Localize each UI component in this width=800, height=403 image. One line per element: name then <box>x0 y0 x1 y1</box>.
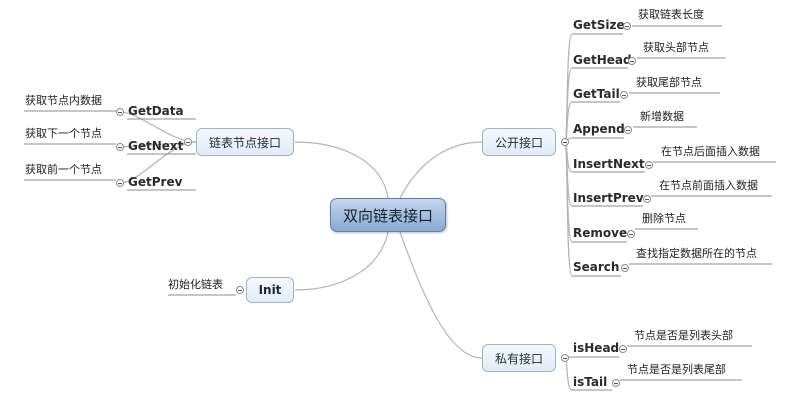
subtopic-gethead[interactable]: GetHead <box>573 53 632 67</box>
topic-public-interface[interactable]: 公开接口 <box>482 128 556 156</box>
subtopic-gettail[interactable]: GetTail <box>573 87 620 101</box>
collapse-toggle-remove[interactable] <box>627 230 635 238</box>
connector-public-child-1 <box>564 67 573 143</box>
desc-gettail: 获取尾部节点 <box>636 76 702 89</box>
collapse-toggle-node-interface[interactable] <box>184 138 192 146</box>
subtopic-insertnext[interactable]: InsertNext <box>573 157 645 171</box>
subtopic-search[interactable]: Search <box>573 260 620 274</box>
collapse-toggle-gethead[interactable] <box>628 57 636 65</box>
connector-public-child-7 <box>564 141 573 277</box>
connector-root-init <box>294 231 389 291</box>
desc-getdata: 获取节点内数据 <box>25 94 102 107</box>
desc-getsize: 获取链表长度 <box>638 8 704 21</box>
collapse-toggle-gettail[interactable] <box>620 91 628 99</box>
connector-root-public <box>399 141 483 199</box>
connector-root-private <box>399 231 483 359</box>
subtopic-append[interactable]: Append <box>573 122 625 136</box>
collapse-toggle-istail[interactable] <box>612 379 620 387</box>
collapse-toggle-insertnext[interactable] <box>645 161 653 169</box>
subtopic-getdata[interactable]: GetData <box>128 104 184 118</box>
collapse-toggle-append[interactable] <box>624 126 632 134</box>
desc-remove: 删除节点 <box>642 212 686 225</box>
subtopic-remove[interactable]: Remove <box>573 226 628 240</box>
desc-getnext: 获取下一个节点 <box>25 127 102 140</box>
desc-init: 初始化链表 <box>168 278 223 291</box>
connector-root-node-interface <box>294 141 389 199</box>
collapse-toggle-getnext[interactable] <box>116 143 124 151</box>
desc-insertnext: 在节点后面插入数据 <box>661 145 760 158</box>
desc-getprev: 获取前一个节点 <box>25 163 102 176</box>
collapse-toggle-init[interactable] <box>236 286 244 294</box>
topic-init[interactable]: Init <box>246 277 294 303</box>
collapse-toggle-getprev[interactable] <box>116 179 124 187</box>
subtopic-ishead[interactable]: isHead <box>573 341 620 355</box>
subtopic-getsize[interactable]: GetSize <box>573 18 625 32</box>
subtopic-getnext[interactable]: GetNext <box>128 139 184 153</box>
subtopic-getprev[interactable]: GetPrev <box>128 175 183 189</box>
subtopic-istail[interactable]: isTail <box>573 375 608 389</box>
root-topic[interactable]: 双向链表接口 <box>330 198 446 232</box>
desc-insertprev: 在节点前面插入数据 <box>659 179 758 192</box>
desc-search: 查找指定数据所在的节点 <box>636 247 757 260</box>
collapse-toggle-getdata[interactable] <box>116 108 124 116</box>
collapse-toggle-search[interactable] <box>621 264 629 272</box>
collapse-toggle-getsize[interactable] <box>623 22 631 30</box>
subtopic-insertprev[interactable]: InsertPrev <box>573 191 644 205</box>
topic-node-interface[interactable]: 链表节点接口 <box>196 128 294 156</box>
connector-private-istail <box>564 357 573 391</box>
desc-gethead: 获取头部节点 <box>643 41 709 54</box>
desc-ishead: 节点是否是列表头部 <box>634 329 733 342</box>
connector-node-getnext <box>119 141 197 148</box>
desc-istail: 节点是否是列表尾部 <box>627 363 726 376</box>
collapse-toggle-private-interface[interactable] <box>561 354 569 362</box>
collapse-toggle-public-interface[interactable] <box>561 138 569 146</box>
topic-private-interface[interactable]: 私有接口 <box>482 344 556 372</box>
collapse-toggle-insertprev[interactable] <box>643 195 651 203</box>
desc-append: 新增数据 <box>640 110 684 123</box>
collapse-toggle-ishead[interactable] <box>619 345 627 353</box>
